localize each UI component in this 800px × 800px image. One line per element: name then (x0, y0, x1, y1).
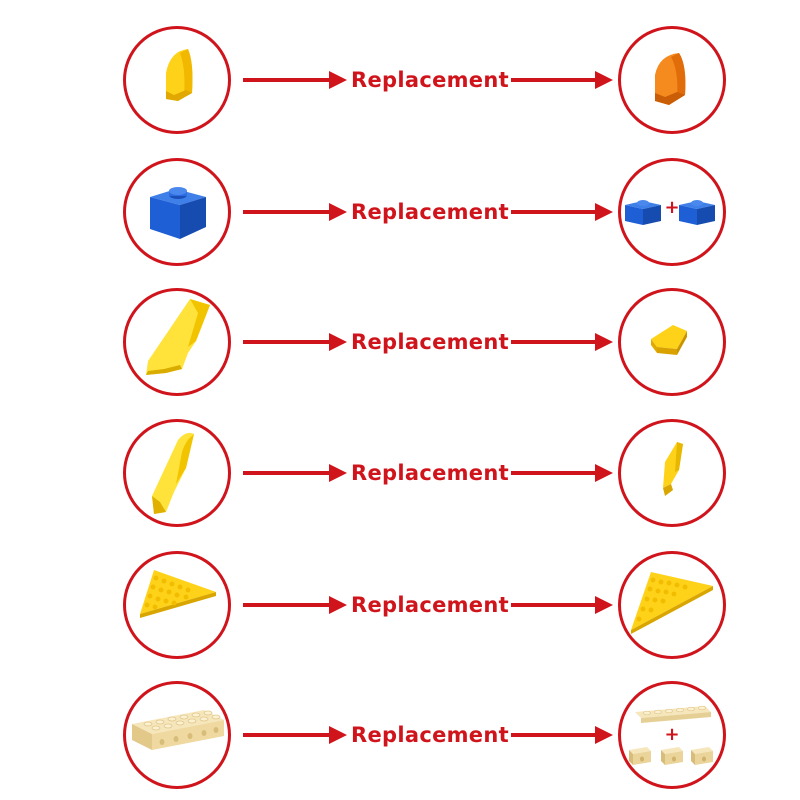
replacement-arrow: Replacement (243, 460, 615, 486)
replacement-arrow: Replacement (243, 329, 615, 355)
replacement-label: Replacement (351, 593, 509, 617)
replacement-label: Replacement (351, 723, 509, 747)
yellow-long-wedge-slope-icon (152, 432, 194, 514)
replacement-label: Replacement (351, 330, 509, 354)
replacement-row-2: Replacement + (0, 158, 800, 268)
plus-sign: + (664, 724, 680, 745)
replacement-row-6: Replacement + (0, 681, 800, 791)
replacement-part-circle (618, 288, 726, 396)
replacement-label: Replacement (351, 461, 509, 485)
replacement-part-circle: + (618, 681, 726, 789)
original-part-circle (123, 419, 231, 527)
orange-curved-slope-brick-icon (655, 53, 686, 105)
original-part-circle (123, 288, 231, 396)
tan-plate-and-bricks-icon (629, 705, 713, 765)
replacement-arrow: Replacement (243, 199, 615, 225)
tan-2x6-brick-icon (132, 710, 224, 750)
yellow-curved-slope-brick-icon (166, 49, 193, 101)
replacement-row-5: Replacement (0, 551, 800, 661)
plus-sign: + (664, 197, 680, 218)
replacement-row-3: Replacement (0, 288, 800, 398)
original-part-circle (123, 551, 231, 659)
original-part-circle (123, 26, 231, 134)
original-part-circle (123, 158, 231, 266)
original-part-circle (123, 681, 231, 789)
replacement-part-circle: + (618, 158, 726, 266)
replacement-label: Replacement (351, 68, 509, 92)
yellow-wing-plate-icon (146, 299, 210, 375)
yellow-small-wedge-plate-icon (651, 325, 687, 355)
replacement-row-4: Replacement (0, 419, 800, 529)
blue-1x1-brick-icon (150, 187, 206, 239)
replacement-arrow: Replacement (243, 592, 615, 618)
replacement-arrow: Replacement (243, 722, 615, 748)
replacement-part-circle (618, 419, 726, 527)
yellow-small-wedge-slope-icon (663, 442, 683, 496)
replacement-part-circle (618, 26, 726, 134)
replacement-label: Replacement (351, 200, 509, 224)
replacement-arrow: Replacement (243, 67, 615, 93)
yellow-triangular-wing-plate-icon (631, 572, 713, 634)
replacement-row-1: Replacement (0, 26, 800, 136)
replacement-part-circle (618, 551, 726, 659)
two-blue-1x1-plates-icon (625, 200, 715, 225)
yellow-triangular-wing-plate-icon (140, 570, 216, 618)
